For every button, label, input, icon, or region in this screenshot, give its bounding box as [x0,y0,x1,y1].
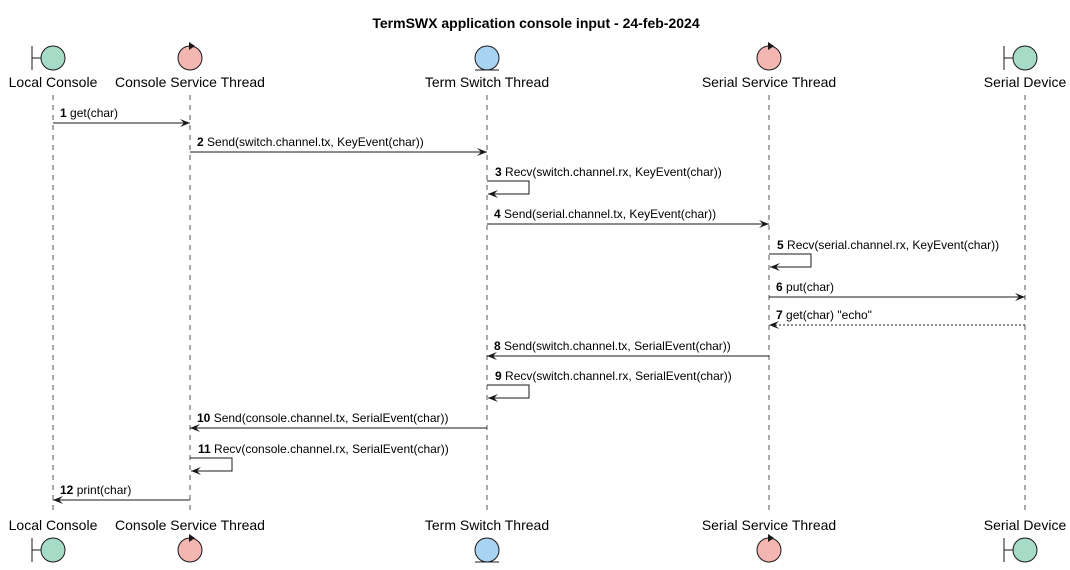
message-label: 2 Send(switch.channel.tx, KeyEvent(char)… [197,135,424,149]
participant-sst-footer: Serial Service Thread [702,517,836,533]
message-9: 9 Recv(switch.channel.rx, SerialEvent(ch… [487,369,732,402]
message-11: 11 Recv(console.channel.rx, SerialEvent(… [190,442,449,475]
participant-sst: Serial Service Thread [702,74,836,90]
message-text: Recv(switch.channel.rx, KeyEvent(char)) [505,165,722,179]
message-label: 4 Send(serial.channel.tx, KeyEvent(char)… [494,207,716,221]
message-text: Recv(serial.channel.rx, KeyEvent(char)) [787,238,999,252]
message-number: 1 [60,106,67,120]
control-icon [177,534,203,563]
self-arrow [487,384,530,399]
participant-tst: Term Switch Thread [425,74,549,90]
self-arrow [769,253,812,268]
arrowhead [488,190,498,198]
participants-bottom: Local Console Console Service Thread Term … [9,517,1067,563]
message-number: 12 [60,483,74,497]
self-arrow [190,457,233,472]
message-label: 3 Recv(switch.channel.rx, KeyEvent(char)… [495,165,722,179]
arrowhead [477,148,487,156]
message-label: 12 print(char) [60,483,131,497]
arrowhead [487,352,497,360]
messages: 1 get(char) 2 Send(switch.channel.tx, Key… [53,106,1025,504]
arrowhead [770,263,780,271]
self-arrow [487,180,530,195]
entity-icon [474,45,500,71]
message-8: 8 Send(switch.channel.tx, SerialEvent(ch… [487,339,769,360]
message-number: 8 [494,339,501,353]
arrowhead [191,467,201,475]
control-icon [756,42,782,71]
participant-sd-footer: Serial Device [984,517,1067,533]
message-2: 2 Send(switch.channel.tx, KeyEvent(char)… [190,135,487,156]
entity-icon [474,537,500,563]
arrowhead [53,496,63,504]
participant-tst-footer: Term Switch Thread [425,517,549,533]
control-icon [177,42,203,71]
message-6: 6 put(char) [769,280,1025,301]
participant-sd: Serial Device [984,74,1067,90]
arrowhead [180,119,190,127]
message-number: 2 [197,135,204,149]
boundary-icon [1003,537,1038,563]
participant-lc: Local Console [9,74,98,90]
message-number: 3 [495,165,502,179]
lifelines [52,95,1026,515]
message-text: print(char) [77,483,132,497]
message-text: Send(console.channel.tx, SerialEvent(cha… [214,411,449,425]
arrowhead [488,394,498,402]
arrowhead [769,321,779,329]
message-4: 4 Send(serial.channel.tx, KeyEvent(char)… [487,207,769,228]
message-number: 5 [777,238,784,252]
participant-lc-footer: Local Console [9,517,98,533]
message-label: 6 put(char) [776,280,834,294]
message-7: 7 get(char) "echo" [769,308,1025,329]
control-icon [756,534,782,563]
message-10: 10 Send(console.channel.tx, SerialEvent(… [190,411,487,432]
message-label: 5 Recv(serial.channel.rx, KeyEvent(char)… [777,238,999,252]
diagram-title: TermSWX application console input - 24-f… [372,15,699,31]
boundary-icon [31,45,66,71]
message-5: 5 Recv(serial.channel.rx, KeyEvent(char)… [769,238,999,271]
boundary-icon [31,537,66,563]
message-text: Send(switch.channel.tx, KeyEvent(char)) [207,135,424,149]
message-text: get(char) "echo" [786,308,872,322]
message-text: put(char) [786,280,834,294]
message-label: 7 get(char) "echo" [776,308,872,322]
message-number: 6 [776,280,783,294]
boundary-icon [1003,45,1038,71]
message-label: 10 Send(console.channel.tx, SerialEvent(… [197,411,449,425]
participant-cst-footer: Console Service Thread [115,517,265,533]
arrowhead [1015,293,1025,301]
message-label: 9 Recv(switch.channel.rx, SerialEvent(ch… [495,369,732,383]
message-text: Send(switch.channel.tx, SerialEvent(char… [504,339,731,353]
message-text: Send(serial.channel.tx, KeyEvent(char)) [504,207,716,221]
message-label: 8 Send(switch.channel.tx, SerialEvent(ch… [494,339,731,353]
message-12: 12 print(char) [53,483,190,504]
arrowhead [759,220,769,228]
arrowhead [190,424,200,432]
participants-top: Local Console Console Service Thread Term … [9,42,1067,90]
message-text: get(char) [70,106,118,120]
message-number: 4 [494,207,501,221]
message-text: Recv(switch.channel.rx, SerialEvent(char… [505,369,732,383]
message-1: 1 get(char) [53,106,190,127]
message-number: 10 [197,411,211,425]
message-label: 11 Recv(console.channel.rx, SerialEvent(… [198,442,449,456]
message-number: 11 [198,442,211,456]
message-label: 1 get(char) [60,106,118,120]
message-text: Recv(console.channel.rx, SerialEvent(cha… [214,442,449,456]
participant-cst: Console Service Thread [115,74,265,90]
message-3: 3 Recv(switch.channel.rx, KeyEvent(char)… [487,165,722,198]
message-number: 7 [776,308,783,322]
message-number: 9 [495,369,502,383]
